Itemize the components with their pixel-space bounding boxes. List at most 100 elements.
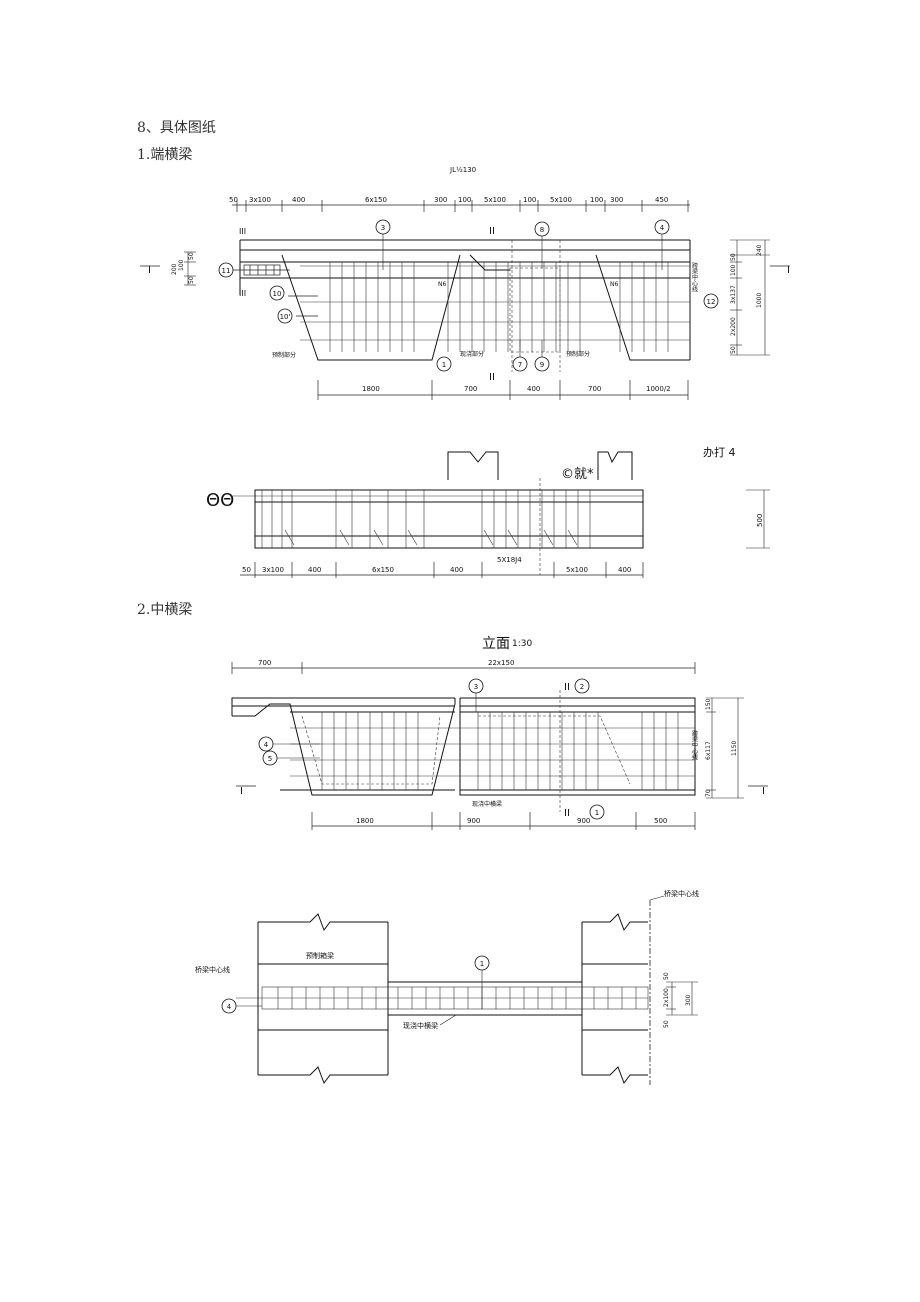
svg-text:50: 50 [188,276,195,284]
svg-text:700: 700 [258,659,271,667]
svg-text:100: 100 [178,259,185,271]
svg-text:12: 12 [707,298,716,306]
svg-text:300: 300 [610,196,623,204]
svg-text:3: 3 [474,683,478,691]
svg-text:1000/2: 1000/2 [646,385,671,393]
d3-title: 立面 [482,636,510,652]
svg-text:100: 100 [458,196,471,204]
svg-text:2x100: 2x100 [663,988,670,1007]
svg-text:50: 50 [730,253,737,261]
svg-text:II: II [564,808,570,819]
svg-text:400: 400 [450,566,463,574]
d3-section-marks: I I II II [240,682,765,819]
svg-text:50: 50 [229,196,238,204]
svg-text:2x200: 2x200 [730,317,737,336]
svg-text:240: 240 [756,244,763,256]
section-heading: 8、具体图纸 [137,120,216,136]
svg-text:50: 50 [730,346,737,354]
d2-bottom-dims: 50 3x100 400 6x150 400 5X18J4 5x100 400 [242,556,631,574]
svg-text:1150: 1150 [731,741,738,756]
d3-top-dims: 700 22x150 [258,659,514,667]
svg-text:I: I [762,786,765,797]
svg-text:700: 700 [464,385,477,393]
svg-text:150: 150 [705,698,712,710]
d2-left-mark: ΘΘ [206,490,234,511]
svg-text:450: 450 [655,196,668,204]
svg-text:70: 70 [705,789,712,797]
svg-text:400: 400 [308,566,321,574]
svg-text:22x150: 22x150 [488,659,514,667]
d3-side-note: 跨梁中心线 [691,729,698,760]
svg-text:900: 900 [467,817,480,825]
svg-text:500: 500 [654,817,667,825]
svg-text:6x150: 6x150 [365,196,387,204]
svg-text:8: 8 [540,226,544,234]
svg-text:现浇中横梁: 现浇中横梁 [403,1021,438,1030]
d1-right-dims: 240 1000 50 100 3x137 2x200 50 [730,244,763,354]
d4-left-note: 桥梁中心线 [195,965,230,974]
d4-top-right-note: 桥梁中心线 [664,889,699,898]
svg-text:100: 100 [590,196,603,204]
svg-text:现浇部分: 现浇部分 [460,350,484,358]
svg-text:50: 50 [242,566,251,574]
d3-bubbles: 3 2 4 5 1 [264,683,599,817]
d4-labels: 预制箱梁 现浇中横梁 [306,951,438,1030]
svg-text:II: II [564,682,570,693]
subsection-middle-beam: 2.中横梁 [137,602,193,618]
svg-text:400: 400 [527,385,540,393]
svg-text:6x117: 6x117 [705,741,712,760]
svg-text:N6: N6 [610,281,618,288]
svg-text:1: 1 [480,960,484,968]
svg-text:400: 400 [618,566,631,574]
d4-right-dims: 50 2x100 50 300 [663,972,692,1028]
d3-bottom-dims: 1800 900 900 500 [356,817,667,825]
svg-text:预制部分: 预制部分 [566,350,590,358]
d2-right-dim: 500 [756,514,764,527]
svg-text:300: 300 [434,196,447,204]
svg-text:1: 1 [442,361,446,369]
svg-text:50: 50 [663,972,670,980]
svg-text:5x100: 5x100 [566,566,588,574]
d1-center-note: 跨梁中心线 [691,261,698,292]
d3-note: 现浇中横梁 [472,800,502,808]
svg-text:1000: 1000 [756,293,763,308]
svg-text:III: III [239,289,246,298]
d1-top-dims: 50 3x100 400 6x150 300 100 5x100 100 5x1… [229,196,668,204]
svg-text:1800: 1800 [356,817,374,825]
svg-text:II: II [489,372,495,383]
d2-top-right: 办打 4 [703,445,736,459]
svg-text:I: I [148,265,151,276]
svg-text:II: II [489,226,495,237]
d1-scale: JL½130 [449,166,476,174]
svg-text:3x100: 3x100 [262,566,284,574]
svg-text:6x150: 6x150 [372,566,394,574]
svg-text:700: 700 [588,385,601,393]
svg-text:100: 100 [730,264,737,276]
svg-text:400: 400 [292,196,305,204]
svg-text:2: 2 [580,683,584,691]
svg-text:1800: 1800 [362,385,380,393]
d1-bottom-dims: 1800 700 400 700 1000/2 [362,385,671,393]
d1-bubbles: 3 8 4 11 10 10' 12 1 7 9 [222,224,716,369]
d4-bubbles: 1 4 [227,960,484,1011]
svg-text:10': 10' [280,313,291,321]
subsection-end-beam: 1.端横梁 [137,147,193,163]
svg-text:5x100: 5x100 [550,196,572,204]
svg-text:9: 9 [540,361,544,369]
svg-text:预制箱梁: 预制箱梁 [306,951,334,960]
svg-text:N6: N6 [438,281,446,288]
d3-scale: 1:30 [512,639,532,649]
d1-section-marks: I I II II III III [148,226,790,383]
svg-text:预制部分: 预制部分 [272,351,296,359]
svg-text:200: 200 [171,263,178,275]
svg-text:900: 900 [577,817,590,825]
d3-right-dims: 150 6x117 70 1150 [705,698,738,797]
svg-text:3: 3 [381,224,385,232]
d1-rebar-labels: N6 N6 [438,281,618,288]
svg-text:11: 11 [222,267,231,275]
